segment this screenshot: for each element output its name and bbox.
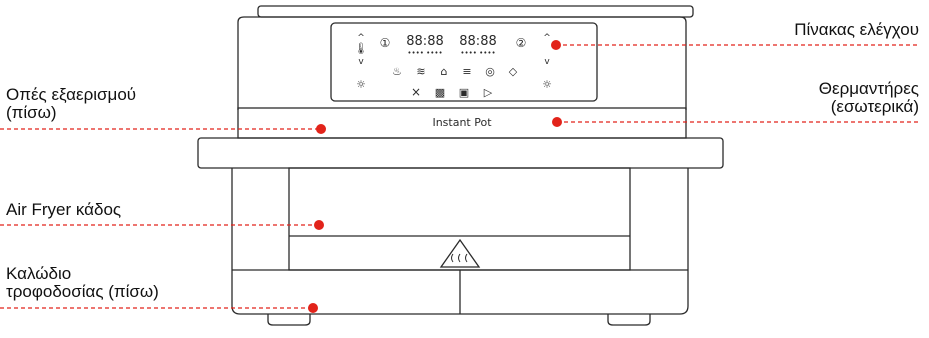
zone-2-indicator[interactable]: ② (516, 36, 527, 50)
cord-marker (308, 303, 318, 313)
sync-cook-icon[interactable]: ▣ (459, 86, 469, 99)
thermometer-icon: 🌡 (354, 42, 368, 55)
hot-surface-warning-icon (439, 238, 481, 268)
feet (267, 314, 651, 326)
down-arrow-icon[interactable]: v (544, 57, 550, 67)
roast-icon[interactable]: ≋ (416, 65, 425, 78)
basket-label: Air Fryer κάδος (6, 200, 122, 219)
cord-label-line2: τροφοδοσίας (πίσω) (6, 282, 159, 301)
up-arrow-icon[interactable]: ^ (357, 33, 365, 43)
left-progress-dots: •••• •••• (407, 49, 442, 57)
dehydrate-icon[interactable]: ◇ (509, 65, 518, 78)
callout-lines (0, 44, 920, 309)
vents-label-line2: (πίσω) (6, 103, 57, 122)
zone-1-indicator[interactable]: ① (380, 36, 391, 50)
light-icon[interactable]: ☼ (356, 78, 366, 91)
right-progress-dots: •••• •••• (460, 49, 495, 57)
basket-body (231, 167, 689, 315)
brand-logo: Instant Pot (432, 116, 492, 129)
vents-marker (316, 124, 326, 134)
callout-dots (308, 40, 562, 313)
up-arrow-icon[interactable]: ^ (543, 33, 551, 43)
heaters-marker (552, 117, 562, 127)
control-panel-label: Πίνακας ελέγχου (794, 20, 919, 39)
control-panel-outline (330, 22, 598, 102)
lid (237, 5, 694, 23)
reheat-icon[interactable]: ◎ (485, 65, 495, 78)
heaters-label-line1: Θερμαντήρες (818, 79, 919, 98)
down-arrow-icon[interactable]: v (358, 57, 364, 67)
right-display-digits: 88:88 (459, 34, 496, 49)
vents-label-line1: Οπές εξαερισμού (6, 85, 137, 104)
start-icon[interactable]: ▷ (484, 86, 493, 99)
light-icon[interactable]: ☼ (542, 78, 552, 91)
sync-finish-icon[interactable]: ▩ (435, 86, 445, 99)
bake-icon[interactable]: ⌂ (441, 65, 448, 78)
cord-label-line1: Καλώδιο (6, 264, 72, 283)
cancel-icon[interactable]: × (411, 85, 421, 99)
broil-icon[interactable]: ≡ (462, 65, 471, 78)
left-display-digits: 88:88 (406, 34, 443, 49)
basket-marker (314, 220, 324, 230)
control-panel-marker (551, 40, 561, 50)
heaters-label-line2: (εσωτερικά) (830, 97, 919, 116)
air-fry-icon[interactable]: ♨ (392, 65, 402, 78)
basket-handle (197, 137, 724, 169)
